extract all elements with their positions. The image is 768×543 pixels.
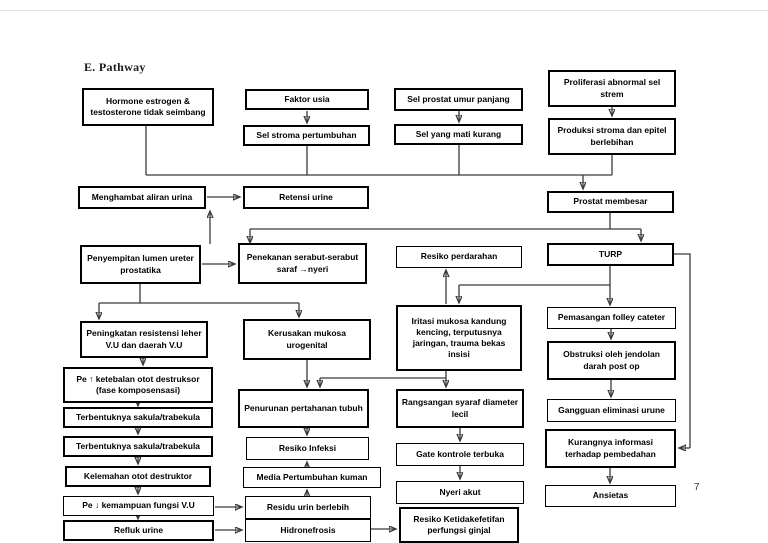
node-pemasangan-folley: Pemasangan folley cateter bbox=[547, 307, 676, 329]
node-turp: TURP bbox=[547, 243, 674, 266]
node-obstruksi-jendolan: Obstruksi oleh jendolan darah post op bbox=[547, 341, 676, 380]
node-faktor-usia: Faktor usia bbox=[245, 89, 369, 110]
node-hormone-estrogen: Hormone estrogen & testosterone tidak se… bbox=[82, 88, 214, 126]
node-media-pertumbuhan: Media Pertumbuhan kuman bbox=[243, 467, 381, 488]
node-penekanan-saraf: Penekanan serabut-serabut saraf →nyeri bbox=[238, 243, 367, 284]
node-prostat-membesar: Prostat membesar bbox=[547, 191, 674, 213]
node-resiko-infeksi: Resiko Infeksi bbox=[246, 437, 369, 460]
node-sel-mati: Sel yang mati kurang bbox=[394, 124, 523, 145]
node-nyeri-akut: Nyeri akut bbox=[396, 481, 524, 504]
node-iritasi-mukosa: Iritasi mukosa kandung kencing, terputus… bbox=[396, 305, 522, 371]
node-gangguan-eliminasi: Gangguan eliminasi urune bbox=[547, 399, 676, 422]
node-refluk-urine: Refluk urine bbox=[63, 520, 214, 541]
page-top-rule bbox=[0, 10, 768, 11]
node-penurunan-pertahanan: Penurunan pertahanan tubuh bbox=[238, 389, 369, 428]
node-rangsangan-syaraf: Rangsangan syaraf diameter lecil bbox=[396, 389, 524, 428]
node-terbentuk-sakula-2: Terbentuknya sakula/trabekula bbox=[63, 436, 213, 457]
node-residu-urin: Residu urin berlebih bbox=[245, 496, 371, 519]
node-sel-prostat: Sel prostat umur panjang bbox=[394, 88, 523, 111]
node-sel-stroma: Sel stroma pertumbuhan bbox=[243, 125, 370, 146]
node-resiko-ketidakefetifan: Resiko Ketidakefetifan perfungsi ginjal bbox=[399, 507, 519, 543]
node-gate-kontrol: Gate kontrole terbuka bbox=[396, 443, 524, 466]
node-pe-kemampuan: Pe ↓ kemampuan fungsi V.U bbox=[63, 496, 214, 516]
node-pe-ketebalan-otot: Pe ↑ ketebalan otot destruksor (fase kom… bbox=[63, 367, 213, 403]
node-proliferasi: Proliferasi abnormal sel strem bbox=[548, 70, 676, 107]
node-kurangnya-informasi: Kurangnya informasi terhadap pembedahan bbox=[545, 429, 676, 468]
node-retensi-urine: Retensi urine bbox=[243, 186, 369, 209]
node-kerusakan-mukosa: Kerusakan mukosa urogenital bbox=[243, 319, 371, 360]
node-menghambat: Menghambat aliran urina bbox=[78, 186, 206, 209]
node-hidronefrosis: Hidronefrosis bbox=[245, 519, 371, 542]
node-terbentuk-sakula-1: Terbentuknya sakula/trabekula bbox=[63, 407, 213, 428]
node-ansietas: Ansietas bbox=[545, 485, 676, 507]
node-resiko-perdarahan: Resiko perdarahan bbox=[396, 246, 522, 268]
node-peningkatan-resistensi: Peningkatan resistensi leher V.U dan dae… bbox=[80, 321, 208, 358]
page-number: 7 bbox=[694, 482, 700, 493]
page-title: E. Pathway bbox=[84, 60, 146, 74]
node-kelemahan-otot: Kelemahan otot destruktor bbox=[65, 466, 211, 487]
node-penyempitan: Penyempitan lumen ureter prostatika bbox=[80, 245, 201, 284]
node-produksi: Produksi stroma dan epitel berlebihan bbox=[548, 118, 676, 155]
